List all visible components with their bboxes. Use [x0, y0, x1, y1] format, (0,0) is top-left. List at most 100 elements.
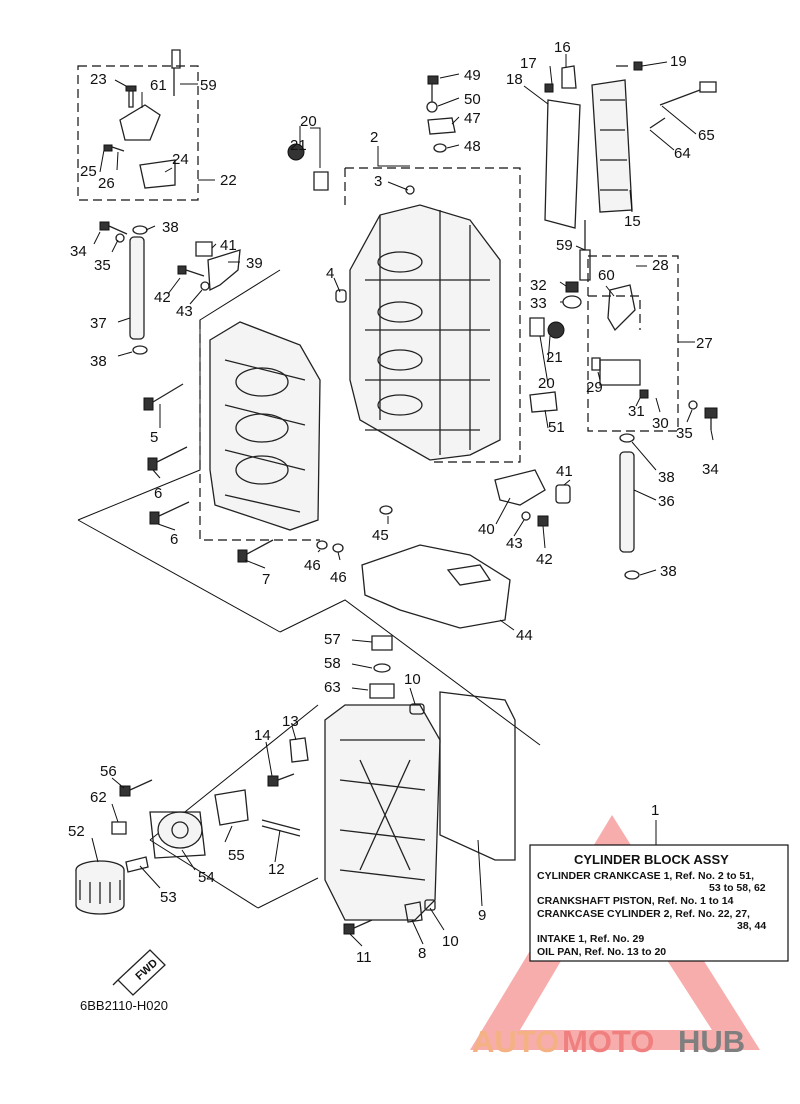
callout-59b: 59	[556, 237, 573, 254]
callout-32: 32	[530, 277, 547, 294]
callout-16: 16	[554, 39, 571, 56]
callout-46a: 46	[304, 557, 321, 574]
callout-27: 27	[696, 335, 713, 352]
callout-49: 49	[464, 67, 481, 84]
gaskets	[361, 99, 581, 861]
callout-50: 50	[464, 91, 481, 108]
callout-58: 58	[324, 655, 341, 672]
callout-38b: 38	[90, 353, 107, 370]
callout-39: 39	[246, 255, 263, 272]
callout-20b: 20	[538, 375, 555, 392]
callout-6b: 6	[170, 531, 178, 548]
callout-21b: 21	[546, 349, 563, 366]
callout-43b: 43	[506, 535, 523, 552]
callout-23: 23	[90, 71, 107, 88]
intake-group-box	[587, 255, 679, 432]
cylinder-block-box	[345, 167, 521, 463]
callout-28: 28	[652, 257, 669, 274]
callout-65: 65	[698, 127, 715, 144]
callout-11: 11	[356, 949, 372, 966]
legend-line-1: CYLINDER CRANKCASE 1, Ref. No. 2 to 51,	[537, 870, 754, 882]
small-parts	[99, 49, 718, 996]
legend-line-3: CRANKSHAFT PISTON, Ref. No. 1 to 14	[537, 895, 734, 907]
legend-line-7: OIL PAN, Ref. No. 13 to 20	[537, 946, 666, 958]
callout-61: 61	[150, 77, 167, 94]
crankcase	[209, 321, 321, 531]
callout-54: 54	[198, 869, 215, 886]
callout-34b: 34	[702, 461, 719, 478]
diagram-code: 6BB2110-H020	[80, 998, 168, 1013]
callout-42b: 42	[536, 551, 553, 568]
callout-44: 44	[516, 627, 533, 644]
sensor-group-box	[77, 65, 199, 201]
legend-line-5: 38, 44	[737, 920, 766, 932]
intake-inner-box	[588, 295, 641, 330]
callout-6a: 6	[154, 485, 162, 502]
legend-line-4: CRANKCASE CYLINDER 2, Ref. No. 22, 27,	[537, 908, 750, 920]
watermark-logo: AUTO MOTO HUB	[470, 815, 760, 1059]
callout-10a: 10	[404, 671, 421, 688]
legend-title: CYLINDER BLOCK ASSY	[574, 852, 729, 867]
leader-lines	[91, 54, 714, 947]
watermark-auto: AUTO	[472, 1024, 559, 1059]
callout-46b: 46	[330, 569, 347, 586]
callout-43a: 43	[176, 303, 193, 320]
cylinder-block	[349, 185, 501, 461]
callout-13: 13	[282, 713, 299, 730]
callout-30: 30	[652, 415, 669, 432]
callout-62: 62	[90, 789, 107, 806]
callout-numbers: 23 61 59 24 22 25 26 34 35 38 37 38 41 3…	[68, 39, 719, 966]
callout-48: 48	[464, 138, 481, 155]
legend-line-6: INTAKE 1, Ref. No. 29	[537, 933, 644, 945]
callout-21a: 21	[290, 137, 307, 154]
callout-33: 33	[530, 295, 547, 312]
callout-45: 45	[372, 527, 389, 544]
callout-36: 36	[658, 493, 675, 510]
callout-22: 22	[220, 172, 237, 189]
callout-12: 12	[268, 861, 285, 878]
legend-callout: 1	[651, 802, 659, 819]
callout-35a: 35	[94, 257, 111, 274]
callout-56: 56	[100, 763, 117, 780]
callout-42a: 42	[154, 289, 171, 306]
callout-9: 9	[478, 907, 486, 924]
callout-19: 19	[670, 53, 687, 70]
callout-3: 3	[374, 173, 382, 190]
callout-20a: 20	[300, 113, 317, 130]
callout-26: 26	[98, 175, 115, 192]
callout-24: 24	[172, 151, 189, 168]
callout-14: 14	[254, 727, 271, 744]
callout-60: 60	[598, 267, 615, 284]
callout-38a: 38	[162, 219, 179, 236]
callout-31: 31	[628, 403, 645, 420]
oil-filter-group	[75, 789, 249, 915]
callout-40: 40	[478, 521, 495, 538]
callout-59a: 59	[200, 77, 217, 94]
callout-47: 47	[464, 110, 481, 127]
callout-64: 64	[674, 145, 691, 162]
legend-line-2: 53 to 58, 62	[709, 882, 766, 894]
callout-37: 37	[90, 315, 107, 332]
callout-52: 52	[68, 823, 85, 840]
callout-2: 2	[370, 129, 378, 146]
callout-34a: 34	[70, 243, 87, 260]
watermark-moto: MOTO	[562, 1024, 654, 1059]
callout-17: 17	[520, 55, 537, 72]
callout-15: 15	[624, 213, 641, 230]
callout-25: 25	[80, 163, 97, 180]
callout-38c: 38	[658, 469, 675, 486]
oil-pan	[324, 704, 441, 921]
hoses	[129, 236, 635, 553]
callout-38d: 38	[660, 563, 677, 580]
callout-29: 29	[586, 379, 603, 396]
callout-7: 7	[262, 571, 270, 588]
intake-cover	[591, 79, 633, 213]
callout-4: 4	[326, 265, 334, 282]
watermark-hub: HUB	[678, 1024, 745, 1059]
callout-53: 53	[160, 889, 177, 906]
callout-63: 63	[324, 679, 341, 696]
callout-41b: 41	[556, 463, 573, 480]
callout-8: 8	[418, 945, 426, 962]
legend-box: 1 CYLINDER BLOCK ASSY CYLINDER CRANKCASE…	[529, 802, 789, 962]
